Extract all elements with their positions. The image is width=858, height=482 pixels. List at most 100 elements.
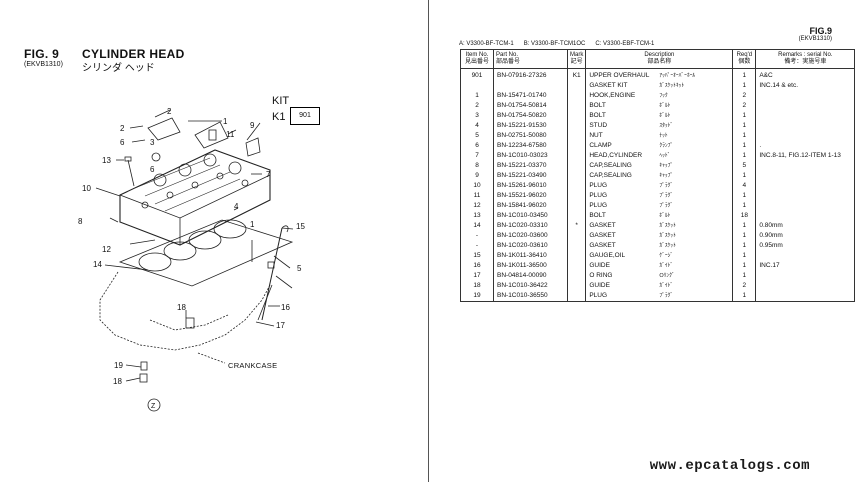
kit-k1-label: K1	[272, 111, 286, 123]
watermark: www.epcatalogs.com	[649, 458, 810, 474]
item-cell: 8	[460, 161, 494, 171]
mark-cell	[566, 151, 587, 161]
mark-cell	[566, 201, 587, 211]
remarks-cell	[755, 171, 856, 181]
description-en: CLAMP	[589, 142, 612, 149]
description-jp: ﾌﾟﾗｸﾞ	[659, 193, 674, 199]
remarks-cell: A&C	[755, 68, 856, 81]
quantity-cell: 1	[732, 251, 757, 261]
mark-cell	[566, 121, 587, 131]
mark-cell	[566, 241, 587, 251]
description-jp: ｶﾞｲﾄﾞ	[659, 263, 674, 269]
remarks-cell	[755, 201, 856, 211]
part-number-cell: BN-1K011-36500	[493, 261, 568, 271]
remarks-cell	[755, 161, 856, 171]
description-en: PLUG	[589, 292, 608, 299]
quantity-cell: 1	[732, 111, 757, 121]
callout-13: 13	[102, 156, 111, 165]
callout-10: 10	[82, 184, 91, 193]
kit-number-box[interactable]: 901	[290, 107, 320, 125]
item-cell: 18	[460, 281, 494, 291]
quantity-cell: 1	[732, 201, 757, 211]
mark-cell	[566, 101, 587, 111]
quantity-cell: 1	[732, 171, 757, 181]
description-en: BOLT	[589, 212, 606, 219]
remarks-cell	[755, 191, 856, 201]
callout-z-circle: Z	[151, 403, 156, 410]
description-en: NUT	[589, 132, 603, 139]
description-jp: ｽﾀｯﾄﾞ	[659, 123, 674, 129]
description-en: GASKET	[589, 222, 616, 229]
remarks-cell	[755, 111, 856, 121]
description-en: BOLT	[589, 102, 606, 109]
description-en: HOOK,ENGINE	[589, 92, 636, 99]
description-jp: ﾎﾞﾙﾄ	[659, 113, 671, 119]
quantity-cell: 2	[732, 281, 757, 291]
col-header-part: Part No.部品番号	[493, 49, 568, 69]
diagram-panel: FIG. 9 CYLINDER HEAD (EKVB1310) シリンダ ヘッド…	[0, 0, 428, 482]
description-jp: ﾌﾟﾗｸﾞ	[659, 203, 674, 209]
mark-cell	[566, 211, 587, 221]
item-cell: 10	[460, 181, 494, 191]
callout-6-upper: 6	[120, 138, 125, 147]
remarks-cell	[755, 281, 856, 291]
part-number-cell: BN-01754-50814	[493, 101, 568, 111]
page-divider	[428, 0, 429, 482]
remarks-cell	[755, 271, 856, 281]
callout-1: 1	[223, 117, 228, 126]
figure-code: (EKVB1310)	[24, 61, 63, 68]
description-jp: ﾌﾟﾗｸﾞ	[659, 183, 674, 189]
description-en: GASKET KIT	[589, 82, 628, 89]
mark-cell	[566, 171, 587, 181]
mark-cell	[566, 91, 587, 101]
callout-8: 8	[78, 217, 83, 226]
description-jp: ｶﾞｲﾄﾞ	[659, 283, 674, 289]
model-c: C: V3300-EBF-TCM-1	[595, 41, 655, 47]
description-en: GASKET	[589, 242, 616, 249]
callout-11: 11	[226, 130, 235, 139]
callout-7: 7	[266, 170, 271, 179]
model-b: B: V3300-BF-TCM1OC	[523, 41, 586, 47]
item-cell: 901	[460, 68, 494, 81]
part-number-cell: BN-01754-50820	[493, 111, 568, 121]
part-number-cell: BN-15221-03370	[493, 161, 568, 171]
item-cell: 19	[460, 291, 494, 302]
description-en: PLUG	[589, 202, 608, 209]
part-number-cell: BN-02751-50080	[493, 131, 568, 141]
mark-cell	[566, 81, 587, 91]
